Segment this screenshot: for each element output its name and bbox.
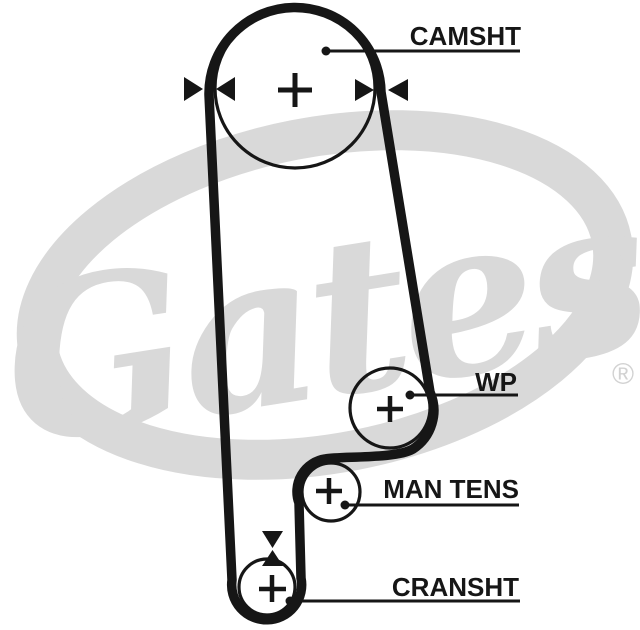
crankshaft-label: CRANSHT [392,572,519,602]
pulley-center-marks [259,73,403,602]
cam-left-inner-arrow-icon [216,77,235,101]
cam-right-inner-arrow-icon [355,79,374,101]
water-pump-center-mark [377,396,403,422]
manual-tensioner-label: MAN TENS [383,474,519,504]
pulley-labels: CAMSHT WP MAN TENS CRANSHT [383,21,521,602]
watermark-brand-text: Gates [0,145,640,496]
manual-tensioner-center-mark [316,478,342,504]
camshaft-center-mark [278,73,312,107]
crank-down-arrow-icon [262,531,283,548]
wp-leader-dot [405,390,415,400]
gates-watermark-logo: Gates ® [0,110,640,496]
camshaft-label: CAMSHT [410,21,521,51]
cam-left-outer-arrow-icon [184,77,203,101]
man-tens-leader-dot [340,500,350,510]
alignment-arrows [184,77,408,566]
water-pump-label: WP [475,367,517,397]
cam-right-outer-arrow-icon [388,79,408,101]
crank-up-arrow-icon [262,550,283,566]
registered-trademark-icon: ® [612,358,634,391]
watermark-swoosh-ellipse [16,110,634,480]
timing-belt [204,2,439,625]
crankshaft-center-mark [259,575,286,602]
camsht-leader-dot [321,46,331,56]
